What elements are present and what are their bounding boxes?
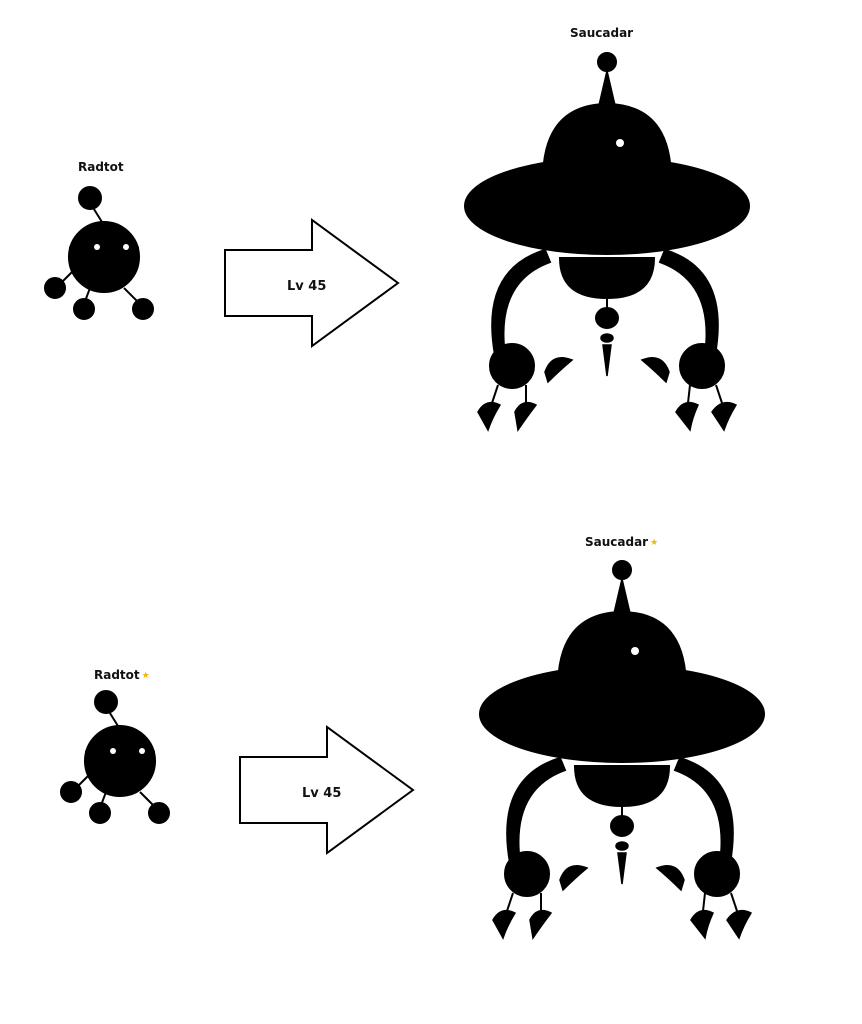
row-shiny: Lv 45	[60, 560, 765, 939]
evolution-level-label-shiny: Lv 45	[302, 786, 341, 801]
saucadar-name: Saucadar	[570, 26, 634, 40]
radtot-name: Radtot	[78, 160, 124, 174]
shiny-star-icon: ★	[141, 670, 150, 681]
shiny-star-icon: ★	[650, 537, 659, 548]
row-normal: Lv 45	[44, 52, 750, 431]
saucadar-sprite	[464, 52, 750, 431]
radtot-shiny-sprite	[60, 690, 170, 824]
radtot-name-label: Radtot	[78, 160, 124, 174]
radtot-sprite	[44, 186, 154, 320]
radtot-shiny-name: Radtot	[94, 668, 140, 682]
evolution-level-label: Lv 45	[287, 279, 326, 294]
saucadar-name-label: Saucadar	[570, 26, 633, 40]
saucadar-shiny-name-label: Saucadar★	[585, 535, 658, 549]
saucadar-shiny-name: Saucadar	[585, 535, 649, 549]
radtot-shiny-name-label: Radtot★	[94, 668, 150, 682]
saucadar-shiny-sprite	[479, 560, 765, 939]
